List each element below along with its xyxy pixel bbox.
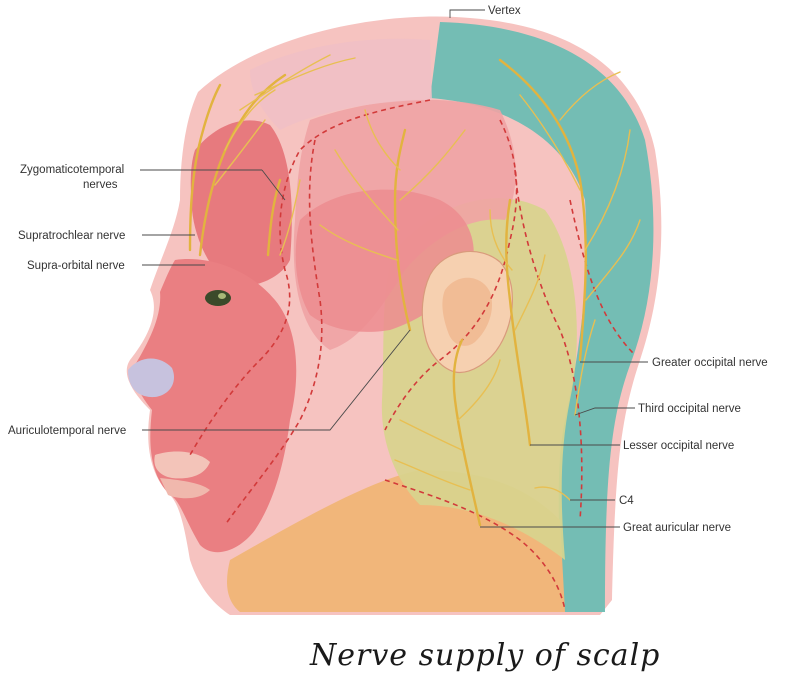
- label-auriculotemporal: Auriculotemporal nerve: [8, 425, 126, 437]
- label-supraorbital: Supra-orbital nerve: [27, 260, 125, 272]
- label-third-occipital: Third occipital nerve: [638, 403, 741, 415]
- head-illustration: [127, 17, 662, 615]
- label-zygomaticotemporal: Zygomaticotemporal: [20, 164, 124, 176]
- label-supratrochlear: Supratrochlear nerve: [18, 230, 125, 242]
- label-greater-occipital: Greater occipital nerve: [652, 357, 768, 369]
- caption: Nerve supply of scalp: [309, 638, 660, 673]
- label-great-auricular: Great auricular nerve: [623, 522, 731, 534]
- label-zygomaticotemporal-nerves: nerves: [83, 179, 118, 191]
- label-c4: C4: [619, 495, 634, 507]
- label-lesser-occipital: Lesser occipital nerve: [623, 440, 734, 452]
- label-vertex: Vertex: [488, 5, 521, 17]
- leader-vertex: [450, 10, 485, 18]
- eye-highlight: [218, 293, 226, 299]
- eye: [205, 290, 231, 306]
